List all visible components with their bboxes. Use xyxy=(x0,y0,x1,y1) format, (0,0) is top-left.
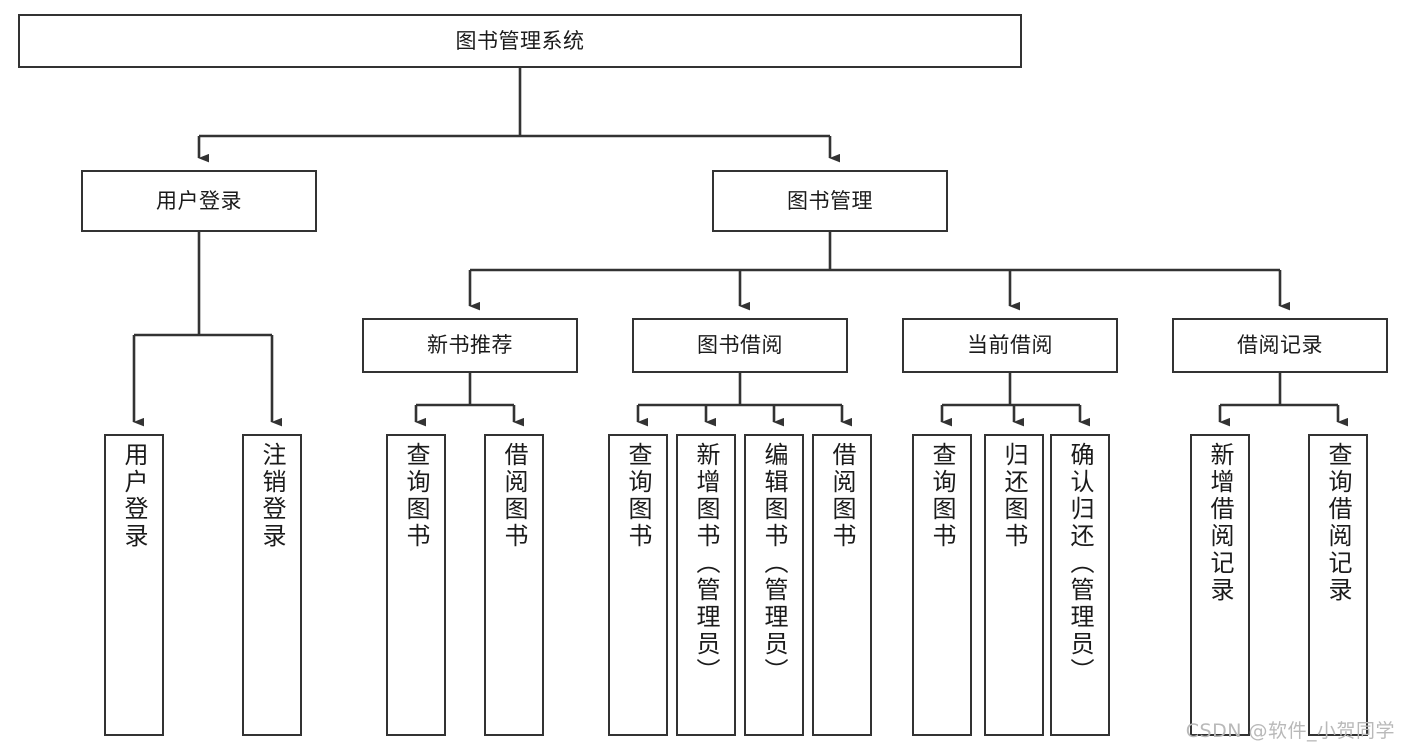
node-leaf-query-book-2-label: 查询图书 xyxy=(624,442,652,550)
node-leaf-query-borrow-record-label: 查询借阅记录 xyxy=(1324,442,1352,604)
node-leaf-query-book-3[interactable]: 查询图书 xyxy=(912,434,972,736)
node-leaf-query-borrow-record[interactable]: 查询借阅记录 xyxy=(1308,434,1368,736)
node-book-management-label: 图书管理 xyxy=(787,188,873,213)
node-user-login[interactable]: 用户登录 xyxy=(81,170,317,232)
node-leaf-add-book-admin[interactable]: 新增图书（管理员） xyxy=(676,434,736,736)
node-leaf-user-login-label: 用户登录 xyxy=(120,442,148,550)
node-current-borrow[interactable]: 当前借阅 xyxy=(902,318,1118,373)
node-leaf-query-book-3-label: 查询图书 xyxy=(928,442,956,550)
node-leaf-borrow-book-1-label: 借阅图书 xyxy=(500,442,528,550)
node-leaf-query-book-1-label: 查询图书 xyxy=(402,442,430,550)
node-leaf-confirm-return-admin-label: 确认归还（管理员） xyxy=(1066,442,1094,685)
node-current-borrow-label: 当前借阅 xyxy=(967,333,1053,358)
node-new-book-recommend-label: 新书推荐 xyxy=(427,333,513,358)
node-leaf-borrow-book-1[interactable]: 借阅图书 xyxy=(484,434,544,736)
node-leaf-edit-book-admin-label: 编辑图书（管理员） xyxy=(760,442,788,685)
node-borrow-records-label: 借阅记录 xyxy=(1237,333,1323,358)
node-leaf-confirm-return-admin[interactable]: 确认归还（管理员） xyxy=(1050,434,1110,736)
node-root[interactable]: 图书管理系统 xyxy=(18,14,1022,68)
node-leaf-logout-login-label: 注销登录 xyxy=(258,442,286,550)
node-leaf-query-book-2[interactable]: 查询图书 xyxy=(608,434,668,736)
node-new-book-recommend[interactable]: 新书推荐 xyxy=(362,318,578,373)
node-leaf-return-book-label: 归还图书 xyxy=(1000,442,1028,550)
node-leaf-add-book-admin-label: 新增图书（管理员） xyxy=(692,442,720,685)
node-leaf-add-borrow-record[interactable]: 新增借阅记录 xyxy=(1190,434,1250,736)
node-leaf-user-login[interactable]: 用户登录 xyxy=(104,434,164,736)
node-leaf-add-borrow-record-label: 新增借阅记录 xyxy=(1206,442,1234,604)
node-leaf-logout-login[interactable]: 注销登录 xyxy=(242,434,302,736)
node-book-borrow[interactable]: 图书借阅 xyxy=(632,318,848,373)
node-leaf-borrow-book-2[interactable]: 借阅图书 xyxy=(812,434,872,736)
node-user-login-label: 用户登录 xyxy=(156,188,242,213)
node-leaf-borrow-book-2-label: 借阅图书 xyxy=(828,442,856,550)
node-book-borrow-label: 图书借阅 xyxy=(697,333,783,358)
node-leaf-return-book[interactable]: 归还图书 xyxy=(984,434,1044,736)
node-leaf-query-book-1[interactable]: 查询图书 xyxy=(386,434,446,736)
node-borrow-records[interactable]: 借阅记录 xyxy=(1172,318,1388,373)
node-leaf-edit-book-admin[interactable]: 编辑图书（管理员） xyxy=(744,434,804,736)
node-root-label: 图书管理系统 xyxy=(455,28,585,53)
node-book-management[interactable]: 图书管理 xyxy=(712,170,948,232)
